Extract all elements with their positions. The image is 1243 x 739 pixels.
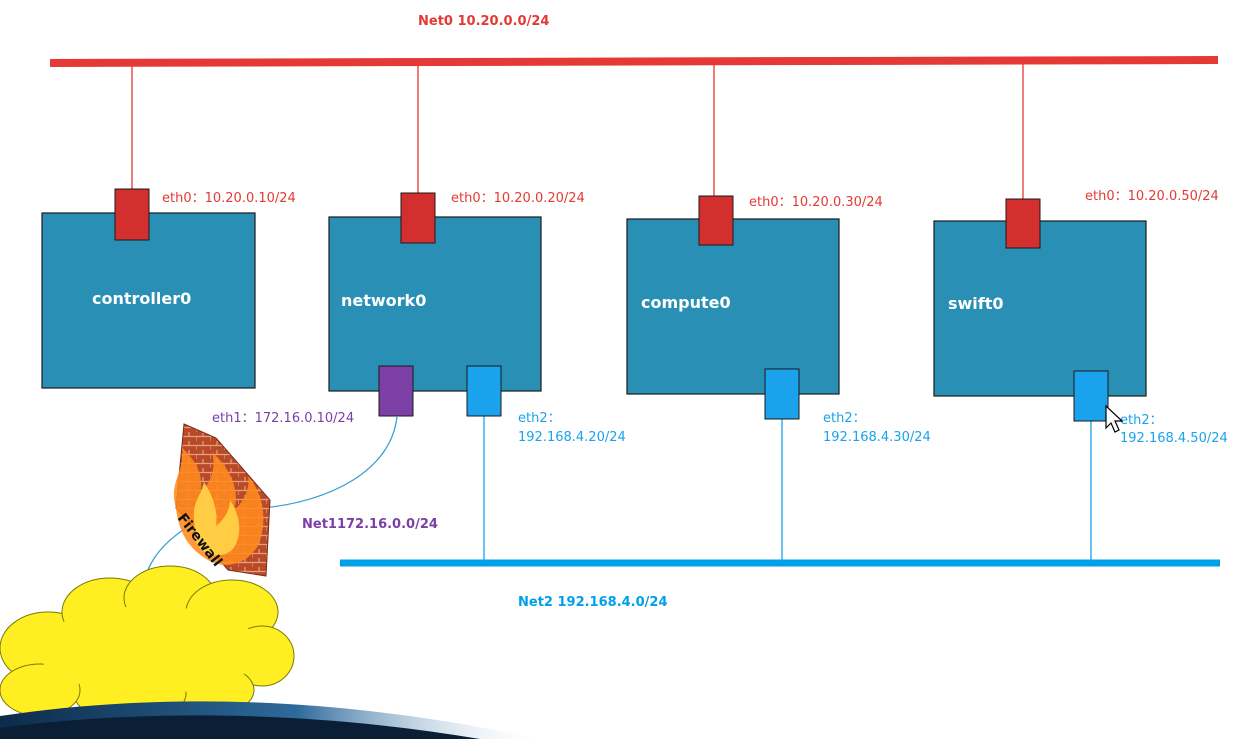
swift0-eth0-label: eth0：10.20.0.50/24: [1085, 189, 1219, 204]
firewall-icon: Firewall: [174, 423, 271, 577]
controller0-eth0-label: eth0：10.20.0.10/24: [162, 191, 296, 206]
net0-label: Net0 10.20.0.0/24: [418, 14, 549, 29]
network0-eth1-label: eth1：172.16.0.10/24: [212, 411, 354, 426]
network0-eth2-label: eth2：: [518, 411, 561, 426]
swift0-eth0-port: [1005, 198, 1041, 249]
swift0-eth2-ip: 192.168.4.50/24: [1120, 431, 1228, 446]
node-compute0-label: compute0: [641, 293, 731, 312]
node-compute0: compute0: [626, 218, 840, 395]
network0-eth0-label: eth0：10.20.0.20/24: [451, 191, 585, 206]
node-swift0-label: swift0: [948, 294, 1004, 313]
swift0-eth2-port: [1073, 370, 1109, 422]
decorative-swoosh: [0, 701, 540, 739]
network0-eth0-port: [400, 192, 436, 244]
network0-eth2-ip: 192.168.4.20/24: [518, 430, 626, 445]
net1-link: [261, 415, 398, 509]
network0-eth2-port: [466, 365, 502, 417]
compute0-eth2-label: eth2：: [823, 411, 866, 426]
compute0-eth2-port: [764, 368, 800, 420]
swift0-eth2-label: eth2：: [1120, 413, 1163, 428]
node-swift0: swift0: [933, 220, 1147, 397]
node-controller0-label: controller0: [92, 289, 191, 308]
network0-eth1-port: [378, 365, 414, 417]
compute0-eth0-label: eth0：10.20.0.30/24: [749, 195, 883, 210]
net0-bus: [49, 56, 1219, 67]
mouse-cursor-icon: [1105, 404, 1124, 433]
controller0-eth0-port: [114, 188, 150, 241]
cloud-icon: [0, 565, 295, 723]
net1-label: Net1172.16.0.0/24: [302, 517, 438, 532]
node-network0-label: network0: [341, 291, 426, 310]
compute0-eth0-port: [698, 195, 734, 246]
node-network0: network0: [328, 216, 542, 392]
node-controller0: controller0: [41, 212, 256, 389]
net2-label: Net2 192.168.4.0/24: [518, 595, 668, 610]
compute0-eth2-ip: 192.168.4.30/24: [823, 430, 931, 445]
